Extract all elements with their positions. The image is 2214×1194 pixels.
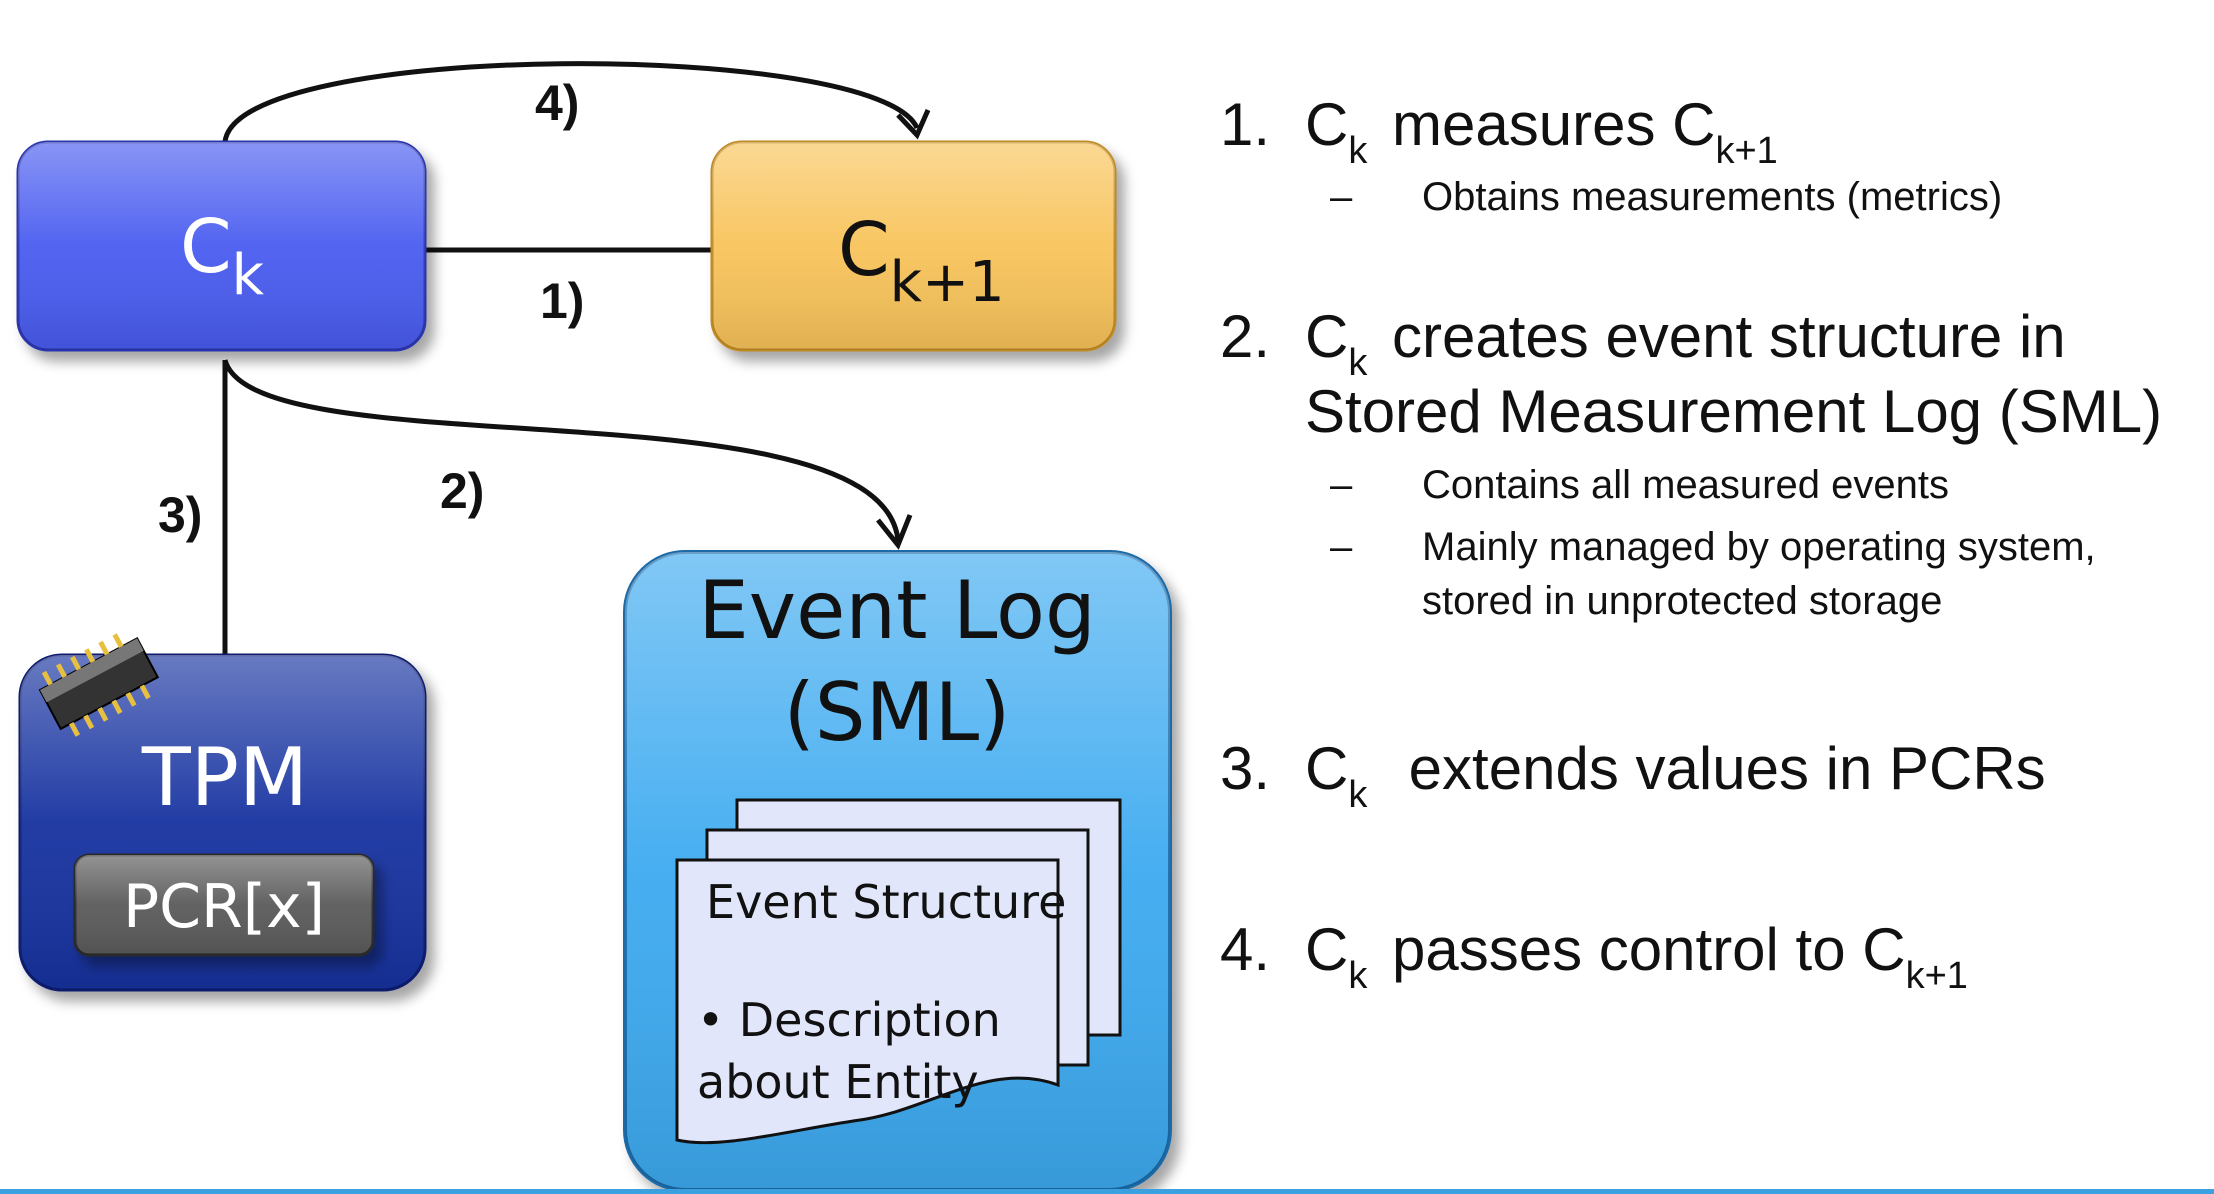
event-structure-bullet-line1: • Description [697,993,1001,1047]
ck-box: Ck [16,140,427,352]
event-structure-bullet-line2: about Entity [697,1055,979,1109]
tpm-label: TPM [141,731,308,824]
step-4-text: Ck passes control to Ck+1 [1305,916,1968,997]
step-2-number: 2. [1220,303,1271,370]
step-3-text: Ck extends values in PCRs [1305,735,2046,816]
arrow-step2-curve [222,359,901,541]
ck-sub: k [232,243,265,308]
event-structure-stack [675,798,1122,1145]
step-1-text: Ck measures Ck+1 [1305,91,1778,172]
arrow-step4-head [896,108,931,140]
step-4-number: 4. [1220,916,1271,983]
event-log-subtitle: (SML) [784,666,1011,759]
ck-base: C [180,204,232,290]
step-3-number: 3. [1220,735,1271,802]
svg-text:Ck: Ck [180,204,265,308]
arrow-step2-head [876,514,913,550]
diagram-canvas: 4) 1) 2) 3) Ck Ck+1 TPM PCR[x] [16,61,1172,1190]
pcr-box: PCR[x] [73,853,375,957]
svg-text:Ck+1: Ck+1 [838,207,1005,315]
bottom-accent-bar [0,1189,2214,1194]
event-log-title: Event Log [698,564,1096,657]
ck1-base: C [838,207,890,293]
ck1-sub: k+1 [890,250,1005,315]
page-front [675,858,1060,1145]
steps-list: 1. Ck measures Ck+1 – Obtains measuremen… [1220,0,2210,1190]
connectors [222,61,931,655]
tpm-box: TPM PCR[x] [18,633,427,992]
arrow-step4-curve [222,61,920,143]
event-log-box: Event Log (SML) Event Structure • Descri… [623,550,1172,1190]
label-step2: 2) [440,463,484,519]
step-2-text: Ck creates event structure in [1305,303,2066,384]
label-step4: 4) [535,75,579,131]
label-step1: 1) [540,273,584,329]
pcr-label: PCR[x] [123,872,325,942]
step-1-number: 1. [1220,91,1271,158]
ck1-box: Ck+1 [710,140,1117,352]
chip-icon [38,633,160,737]
event-structure-title: Event Structure [706,875,1066,929]
label-step3: 3) [158,487,202,543]
